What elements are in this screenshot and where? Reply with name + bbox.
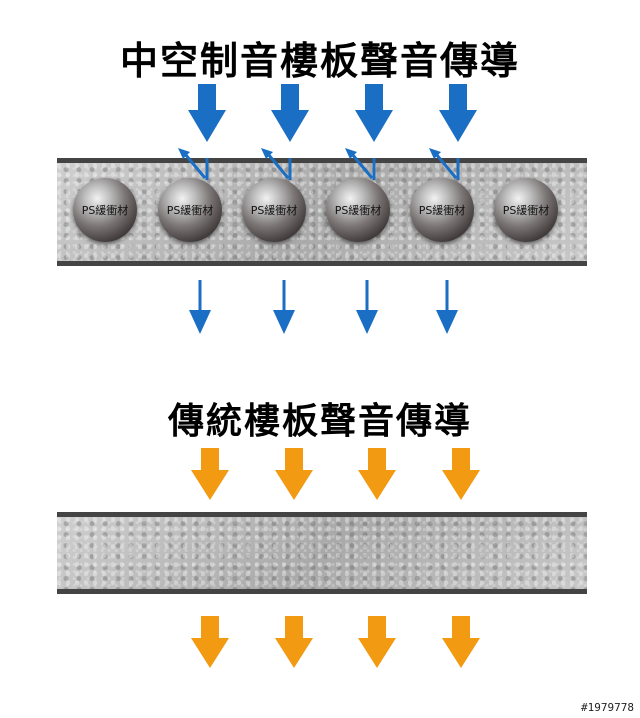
title-hollow-slab: 中空制音樓板聲音傳導 [119,38,520,83]
down-arrow-icon [439,84,477,142]
reflect-arrow-icon [261,148,292,180]
reflect-arrow-icon [178,148,209,180]
incident-arrows [188,84,477,142]
thin-down-arrow-icon [189,280,211,334]
ball-label: PS緩衝材 [418,204,466,217]
ps-cushion-ball: PS緩衝材 [158,178,222,242]
down-arrow-icon [188,84,226,142]
title-traditional-slab: 傳統樓板聲音傳導 [167,400,472,442]
ball-label: PS緩衝材 [166,204,214,217]
down-arrow-icon [358,448,396,500]
down-arrow-icon [191,616,229,668]
ps-cushion-ball: PS緩衝材 [242,178,306,242]
incident-arrows-traditional [191,448,480,500]
ps-cushion-ball: PS緩衝材 [326,178,390,242]
reflect-arrow-icon [345,148,376,180]
ball-label: PS緩衝材 [81,204,129,217]
reflection-arrows [178,148,460,180]
transmitted-arrows-hollow [189,280,458,334]
ball-label: PS緩衝材 [502,204,550,217]
down-arrow-icon [442,616,480,668]
down-arrow-icon [275,616,313,668]
ball-label: PS緩衝材 [334,204,382,217]
ps-cushion-ball: PS緩衝材 [494,178,558,242]
reflect-arrow-icon [429,148,460,180]
down-arrow-icon [358,616,396,668]
thin-down-arrow-icon [436,280,458,334]
ball-label: PS緩衝材 [250,204,298,217]
down-arrow-icon [355,84,393,142]
transmitted-arrows-traditional [191,616,480,668]
ps-cushion-ball: PS緩衝材 [73,178,137,242]
down-arrow-icon [191,448,229,500]
thin-down-arrow-icon [273,280,295,334]
watermark-id: #1979778 [581,701,634,714]
thin-down-arrow-icon [356,280,378,334]
ps-cushion-ball: PS緩衝材 [410,178,474,242]
down-arrow-icon [271,84,309,142]
traditional-floor-slab [57,512,587,594]
down-arrow-icon [275,448,313,500]
down-arrow-icon [442,448,480,500]
